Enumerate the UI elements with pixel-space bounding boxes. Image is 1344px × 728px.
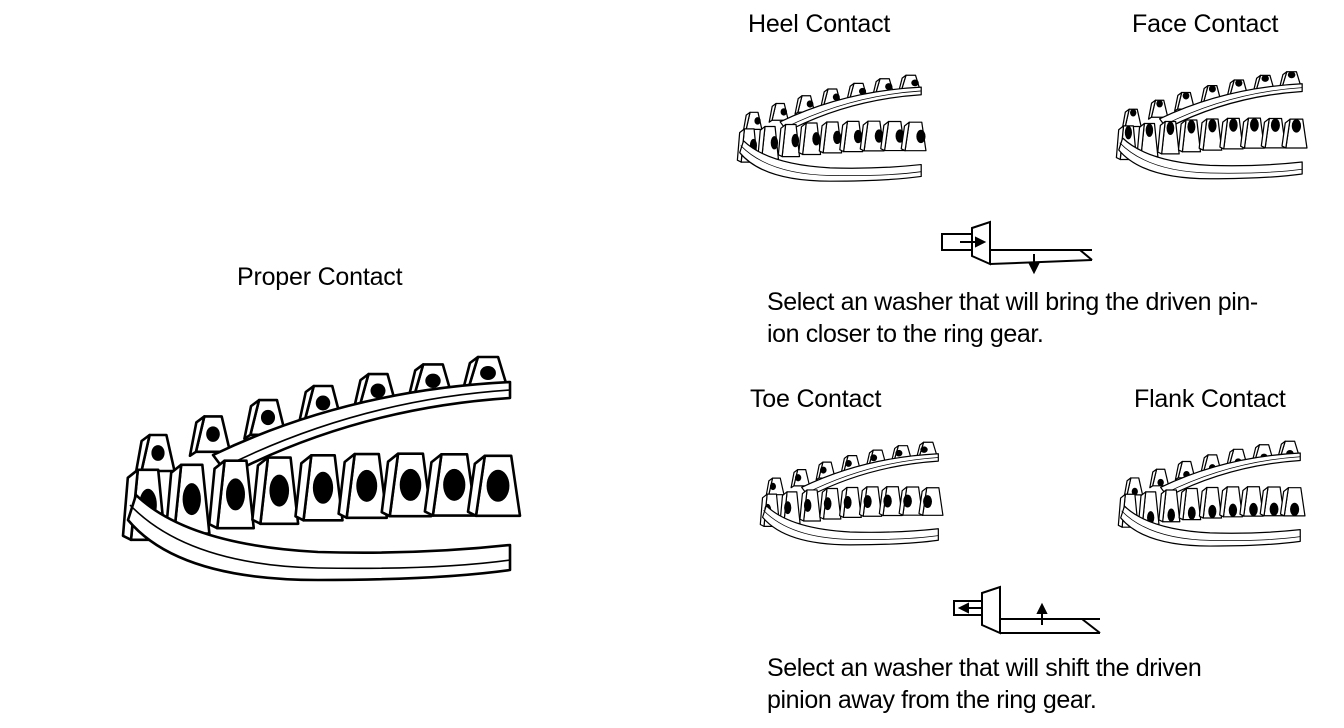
toe-contact-gear-icon: [759, 441, 944, 546]
pinion-closer-arrow-icon: [941, 220, 1093, 275]
shift-away-line-1: Select an washer that will shift the dri…: [767, 654, 1202, 682]
face-contact-gear-icon: [1115, 71, 1308, 180]
bring-closer-line-2: ion closer to the ring gear.: [767, 320, 1044, 348]
heel-contact-label: Heel Contact: [748, 10, 891, 38]
bring-closer-instruction: Select an washer that will bring the dri…: [767, 286, 1312, 350]
proper-contact-label: Proper Contact: [237, 263, 403, 291]
flank-contact-label: Flank Contact: [1134, 385, 1286, 413]
heel-contact-gear-icon: [736, 74, 927, 182]
shift-away-instruction: Select an washer that will shift the dri…: [767, 652, 1312, 716]
bring-closer-line-1: Select an washer that will bring the dri…: [767, 288, 1258, 316]
pinion-away-arrow-icon: [953, 585, 1101, 635]
face-contact-label: Face Contact: [1132, 10, 1279, 38]
shift-away-line-2: pinion away from the ring gear.: [767, 686, 1097, 714]
proper-contact-gear-icon: [121, 355, 522, 582]
flank-contact-gear-icon: [1117, 440, 1306, 547]
toe-contact-label: Toe Contact: [750, 385, 882, 413]
